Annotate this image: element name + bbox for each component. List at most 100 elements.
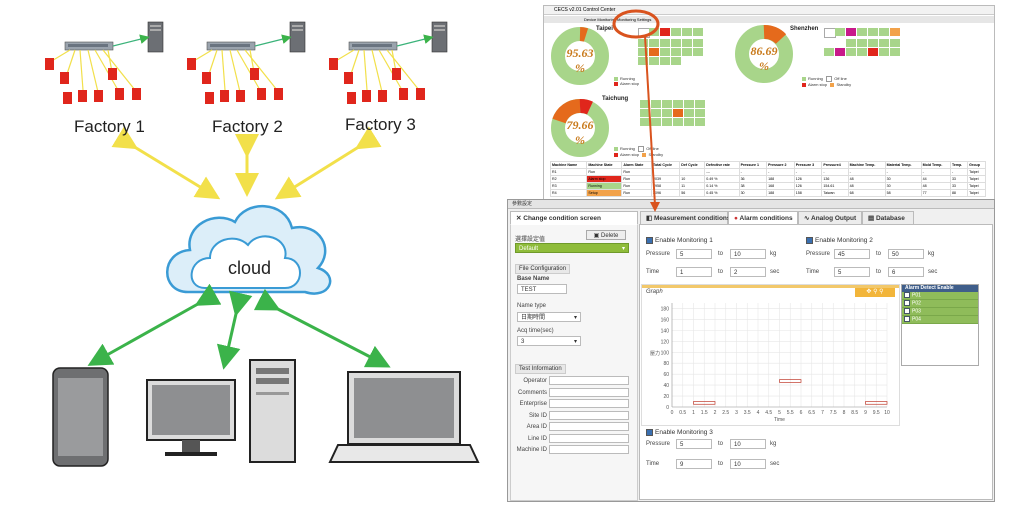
taipei-legend: Running Alarm stop <box>614 76 639 86</box>
name-type-select[interactable]: 日期時間▾ <box>517 312 581 322</box>
machine-links <box>333 49 420 93</box>
alarm-item-checkbox[interactable]: P01 <box>902 292 978 300</box>
enable-monitoring-1-checkbox[interactable]: Enable Monitoring 1 <box>646 237 713 244</box>
tab-change-condition[interactable]: ✕ Change condition screen <box>510 211 638 225</box>
m1-time-to[interactable]: 2 <box>730 267 766 277</box>
alarm-item-checkbox[interactable]: P03 <box>902 308 978 316</box>
machine-icons <box>45 58 141 104</box>
table-cell: 77 <box>920 189 951 197</box>
test-info-input[interactable] <box>549 376 629 385</box>
taichung-machine-grid[interactable] <box>640 100 705 126</box>
base-name-input[interactable]: TEST <box>517 284 567 294</box>
table-cell: 136 <box>821 175 849 183</box>
x-tick-label: 5 <box>778 410 781 416</box>
taichung-percent: 79.66% <box>566 118 594 147</box>
delete-button[interactable]: ▣ Delete <box>586 230 626 240</box>
test-info-input[interactable] <box>549 410 629 420</box>
m2-pressure-to[interactable]: 50 <box>888 249 924 259</box>
enable-monitoring-3-checkbox[interactable]: Enable Monitoring 3 <box>646 429 713 436</box>
m3-time-to[interactable]: 10 <box>730 459 766 469</box>
m2-pressure-from[interactable]: 45 <box>834 249 870 259</box>
test-info-input[interactable] <box>549 422 629 431</box>
table-header-cell: Machine Name <box>549 161 588 169</box>
cloud-device-links <box>87 283 391 370</box>
test-info-input[interactable] <box>549 433 629 443</box>
table-cell: 33 <box>949 175 969 183</box>
acq-time-select[interactable]: 3▾ <box>517 336 581 346</box>
tab-measurement-conditions[interactable]: ◧ Measurement conditions <box>640 211 731 225</box>
chevron-down-icon: ▾ <box>573 339 577 345</box>
graph-toolbar[interactable]: ✥ ⚲ ⚲ <box>855 288 895 297</box>
m3-pressure-label: Pressure <box>646 441 671 447</box>
factory-2-network <box>187 21 306 104</box>
m1-time-from[interactable]: 1 <box>676 267 712 277</box>
factory-3-label: Factory 3 <box>345 115 416 134</box>
m3-time-from[interactable]: 9 <box>676 459 712 469</box>
table-cell: 58 <box>884 189 922 197</box>
x-tick-label: 4 <box>757 410 760 416</box>
m1-pressure-from[interactable]: 5 <box>676 249 712 259</box>
m3-time-to-label: to <box>718 461 724 467</box>
control-center-window: CECS v2.01 Control Center Device Monitor… <box>543 5 995 203</box>
taipei-machine-grid[interactable] <box>638 28 703 65</box>
test-info-label: Site ID <box>528 412 547 419</box>
m3-pressure-from[interactable]: 5 <box>676 439 712 449</box>
tab-database[interactable]: ▤ Database <box>862 211 914 225</box>
menu-bar[interactable]: Device Monitoring Monitoring Settings <box>544 16 994 23</box>
m2-time-from[interactable]: 5 <box>834 267 870 277</box>
table-header-cell: Group <box>967 161 986 169</box>
table-cell: Setup <box>586 189 623 197</box>
m2-time-to[interactable]: 6 <box>888 267 924 277</box>
m3-pressure-to[interactable]: 10 <box>730 439 766 449</box>
delete-icon: ▣ <box>593 233 601 239</box>
network-switch-icon <box>64 41 114 51</box>
test-info-input[interactable] <box>549 387 629 397</box>
table-cell: Run <box>621 189 653 197</box>
m3-to-label: to <box>718 441 724 447</box>
m3-pressure-unit: kg <box>770 441 777 447</box>
alarm-window-1 <box>693 401 716 405</box>
tab-alarm-conditions[interactable]: ● Alarm conditions <box>728 211 798 225</box>
x-tick-label: 5.5 <box>787 410 794 416</box>
tab-analog-output[interactable]: ∿ Analog Output <box>798 211 862 225</box>
table-header-cell: Machine State <box>586 161 623 169</box>
m1-time-to-label: to <box>718 269 724 275</box>
m2-to-label: to <box>876 251 882 257</box>
site-name-taichung: Taichung <box>602 96 629 102</box>
preset-select[interactable]: Default▾ <box>515 243 629 253</box>
x-tick-label: 7 <box>821 410 824 416</box>
x-tick-label: 4.5 <box>765 410 772 416</box>
table-cell: 36 <box>738 175 768 183</box>
table-cell: - <box>884 168 922 176</box>
table-header-cell: Temp. <box>949 161 969 169</box>
table-cell: 88 <box>949 189 969 197</box>
shenzhen-machine-grid[interactable] <box>824 28 900 56</box>
test-info-title: Test Information <box>515 364 566 374</box>
analog-icon: ∿ <box>804 215 812 222</box>
name-type-label: Name type <box>517 303 547 309</box>
table-cell: Taipei <box>967 189 986 197</box>
alarm-item-checkbox[interactable]: P04 <box>902 316 978 324</box>
table-cell: 56 <box>679 189 706 197</box>
graph-title: Graph <box>646 289 663 295</box>
alarm-item-checkbox[interactable]: P02 <box>902 300 978 308</box>
table-header-cell: Alarm State <box>621 161 653 169</box>
window-title: CECS v2.01 Control Center <box>544 6 994 15</box>
test-info-input[interactable] <box>549 399 629 408</box>
table-cell: 48 <box>847 182 886 190</box>
server-icon <box>147 21 164 53</box>
table-cell: Taipei <box>967 168 986 176</box>
test-info-input[interactable] <box>549 445 629 454</box>
enable-monitoring-2-checkbox[interactable]: Enable Monitoring 2 <box>806 237 873 244</box>
m1-pressure-to[interactable]: 10 <box>730 249 766 259</box>
test-info-label: Comments <box>517 389 547 396</box>
table-header-cell: Material Temp. <box>884 161 922 169</box>
